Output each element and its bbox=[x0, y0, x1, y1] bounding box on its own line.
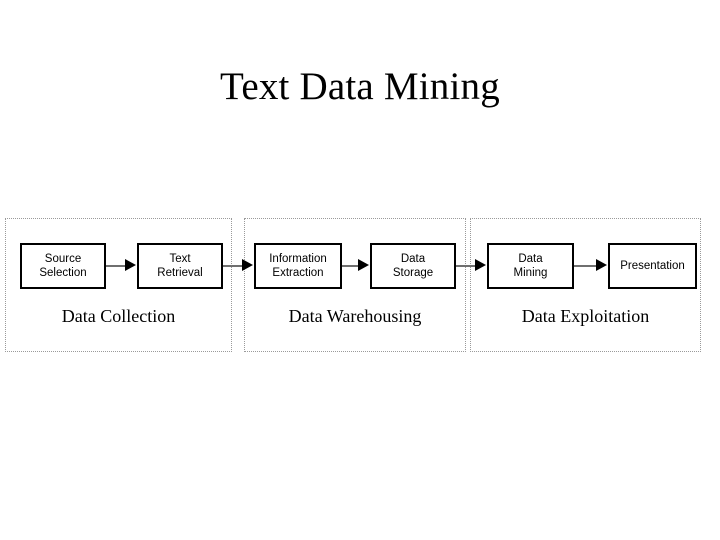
arrow-source-selection-to-text-retrieval bbox=[106, 258, 137, 273]
arrow-shaft bbox=[106, 265, 126, 267]
process-box-label: Information Extraction bbox=[269, 253, 327, 279]
stage-group-label: Data Warehousing bbox=[288, 306, 422, 326]
arrow-text-retrieval-to-information-extraction bbox=[223, 258, 254, 273]
arrow-head-icon bbox=[596, 259, 607, 271]
arrow-shaft bbox=[223, 265, 243, 267]
stage-group-label: Data Collection bbox=[61, 306, 176, 326]
arrow-head-icon bbox=[125, 259, 136, 271]
process-box-label: Data Mining bbox=[513, 253, 548, 279]
arrow-shaft bbox=[456, 265, 476, 267]
process-box-information-extraction[interactable]: Information Extraction bbox=[254, 243, 342, 289]
process-box-data-storage[interactable]: Data Storage bbox=[370, 243, 456, 289]
arrow-head-icon bbox=[358, 259, 369, 271]
arrow-shaft bbox=[574, 265, 597, 267]
stage-group-data-collection: Data Collection bbox=[5, 218, 232, 352]
stage-group-data-exploitation: Data Exploitation bbox=[470, 218, 701, 352]
stage-group-label: Data Exploitation bbox=[521, 306, 650, 326]
arrow-shaft bbox=[342, 265, 359, 267]
process-box-label: Source Selection bbox=[39, 253, 87, 279]
process-box-data-mining[interactable]: Data Mining bbox=[487, 243, 574, 289]
process-box-label: Presentation bbox=[620, 260, 685, 272]
process-box-text-retrieval[interactable]: Text Retrieval bbox=[137, 243, 223, 289]
process-box-presentation[interactable]: Presentation bbox=[608, 243, 697, 289]
arrow-data-storage-to-data-mining bbox=[456, 258, 487, 273]
arrow-information-extraction-to-data-storage bbox=[342, 258, 370, 273]
stage-group-data-warehousing: Data Warehousing bbox=[244, 218, 466, 352]
arrow-head-icon bbox=[475, 259, 486, 271]
arrow-head-icon bbox=[242, 259, 253, 271]
process-box-source-selection[interactable]: Source Selection bbox=[20, 243, 106, 289]
page-title: Text Data Mining bbox=[220, 65, 500, 108]
process-box-label: Data Storage bbox=[392, 253, 434, 279]
arrow-data-mining-to-presentation bbox=[574, 258, 608, 273]
process-box-label: Text Retrieval bbox=[157, 253, 203, 279]
